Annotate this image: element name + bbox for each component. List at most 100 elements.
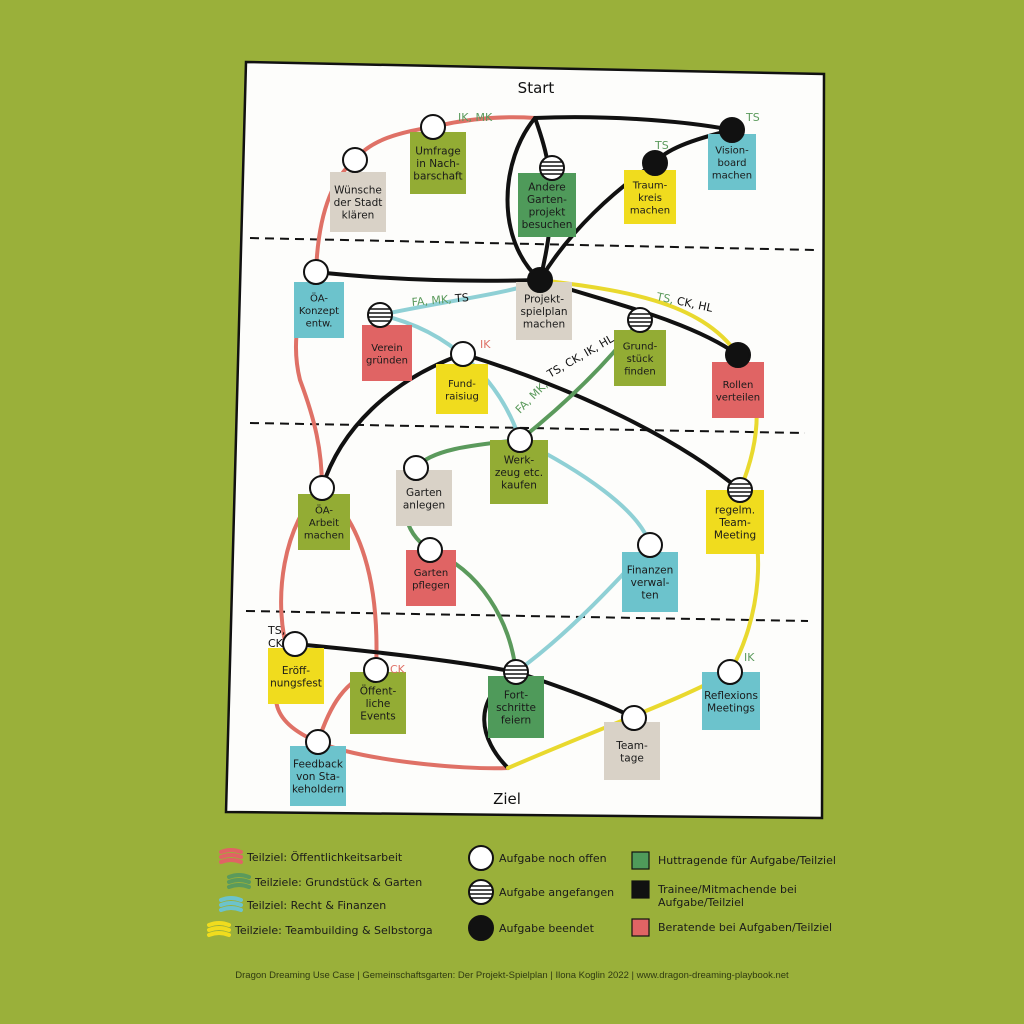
task-card <box>488 676 544 738</box>
annotation-ts_traum: TS <box>654 139 669 152</box>
annotation-part: CK <box>268 637 284 650</box>
task-status-marker <box>305 729 331 755</box>
task-eroeffnung: Eröff-nungsfest <box>268 631 324 704</box>
task-status-marker <box>417 537 443 563</box>
task-card <box>436 364 488 414</box>
annotation-fa_mk_ts: FA, MK, TS <box>411 291 469 309</box>
task-status-marker <box>727 477 753 503</box>
goal-label: Ziel <box>493 790 521 808</box>
task-label: pflegen <box>412 580 450 591</box>
task-label: schritte <box>496 702 536 714</box>
phase-divider <box>245 610 809 622</box>
task-label: Meeting <box>714 530 756 542</box>
task-label: von Sta- <box>296 771 340 783</box>
task-status-marker <box>450 341 476 367</box>
task-label: besuchen <box>522 219 573 231</box>
annotation-ts_vision: TS <box>745 111 760 124</box>
task-status-marker <box>503 659 529 685</box>
task-label: liche <box>366 698 391 710</box>
annotation-part: TS <box>654 139 669 152</box>
task-status-marker <box>717 659 743 685</box>
task-label: Rollen <box>723 380 754 391</box>
task-label: ÖA- <box>315 504 333 517</box>
task-label: Garten <box>414 568 448 579</box>
task-label: Fund- <box>448 379 476 390</box>
task-label: board <box>718 158 747 169</box>
task-status-marker <box>621 705 647 731</box>
task-label: Fort- <box>504 690 529 702</box>
task-label: Andere <box>528 181 566 193</box>
annotation-ik_reflex: IK <box>744 651 755 664</box>
legend-path-3: Teilziele: Teambuilding & Selbstorga <box>207 921 433 937</box>
task-label: projekt <box>529 206 566 218</box>
legend-label: Aufgabe angefangen <box>499 886 614 899</box>
legend-role-0: Huttragende für Aufgabe/Teilziel <box>631 851 836 870</box>
task-label: kreis <box>638 193 662 204</box>
annotation-part: IK, MK <box>458 111 493 124</box>
task-status-marker-hatch <box>628 313 652 327</box>
task-card <box>362 325 412 381</box>
task-label: Feedback <box>293 759 344 771</box>
legend-swatch <box>227 873 251 889</box>
task-card <box>396 470 452 526</box>
legend-status-done: Aufgabe beendet <box>468 915 595 941</box>
task-label: stück <box>627 354 654 365</box>
task-team_meeting: regelm.Team-Meeting <box>706 477 764 554</box>
task-card <box>708 134 756 190</box>
task-label: Verein <box>371 343 402 354</box>
task-status-marker <box>507 427 533 453</box>
path-black-15 <box>461 352 742 492</box>
legend-path-2: Teilziel: Recht & Finanzen <box>219 896 386 912</box>
path-black-10 <box>505 116 542 282</box>
task-label: machen <box>304 531 344 542</box>
task-label: Traum- <box>632 181 668 192</box>
task-status-marker <box>303 259 329 285</box>
task-status-marker <box>539 155 565 181</box>
task-label: der Stadt <box>334 197 383 209</box>
task-label: Team- <box>615 740 648 752</box>
legend-marker <box>468 879 494 905</box>
legend-role-2: Beratende bei Aufgaben/Teilziel <box>631 918 832 937</box>
task-label: raisiug <box>445 391 479 402</box>
task-label: klären <box>342 210 375 222</box>
task-label: machen <box>630 206 670 217</box>
legend-label: Trainee/Mitmachende bei <box>657 883 797 896</box>
task-status-marker <box>363 657 389 683</box>
task-werkzeug: Werk-zeug etc.kaufen <box>490 427 548 504</box>
task-label: barschaft <box>413 171 462 183</box>
task-label: feiern <box>501 715 531 727</box>
task-status-marker <box>719 117 745 143</box>
legend-status-open: Aufgabe noch offen <box>468 845 607 871</box>
task-label: Events <box>360 711 396 723</box>
task-label: machen <box>523 319 565 331</box>
legend-color-box <box>631 880 650 899</box>
task-label: Garten <box>406 487 442 499</box>
task-teamtage: Team-tage <box>604 705 660 780</box>
task-label: Projekt- <box>524 294 564 306</box>
task-status-marker <box>420 114 446 140</box>
task-status-marker <box>637 532 663 558</box>
task-card <box>622 552 678 612</box>
task-label: Finanzen <box>627 565 674 577</box>
task-status-marker <box>342 147 368 173</box>
task-label: keholdern <box>292 784 344 796</box>
task-status-marker-hatch <box>504 665 528 679</box>
annotation-ik_fund: IK <box>480 338 491 351</box>
legend-swatch <box>207 921 231 937</box>
task-label: Umfrage <box>415 146 461 158</box>
start-label: Start <box>518 79 555 97</box>
task-card <box>298 494 350 550</box>
annotation-ik_mk: IK, MK <box>458 111 493 124</box>
path-black-13 <box>314 270 542 283</box>
task-label: regelm. <box>715 505 755 517</box>
legend-marker <box>468 915 494 941</box>
task-card <box>268 648 324 704</box>
legend-color-box <box>631 851 650 870</box>
